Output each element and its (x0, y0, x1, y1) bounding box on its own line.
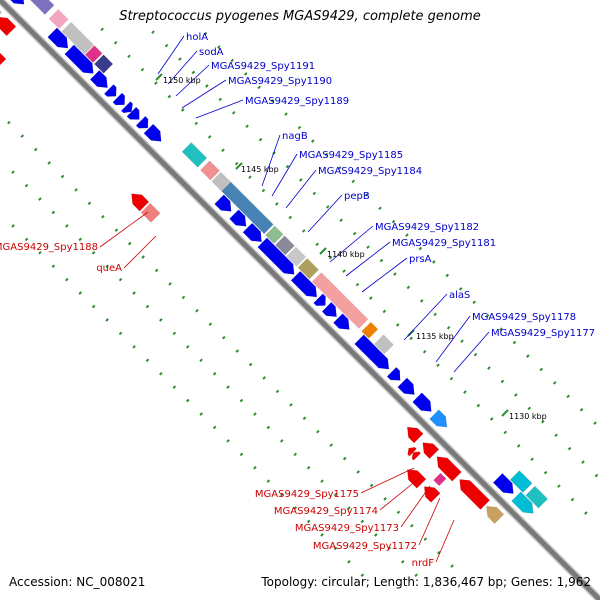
gene-block[interactable] (112, 92, 126, 106)
scale-tick-label: 1135 kbp (416, 332, 454, 341)
gene-block[interactable] (286, 246, 307, 267)
gene-block[interactable] (412, 392, 432, 412)
gene-block[interactable] (242, 222, 262, 243)
gene-label[interactable]: nagB (282, 131, 308, 142)
gene-block[interactable] (297, 258, 319, 280)
tick-dots (7, 27, 599, 578)
gene-block[interactable] (386, 366, 401, 381)
accession-label: Accession: NC_008021 (9, 575, 146, 589)
gene-block[interactable] (333, 313, 350, 330)
gene-block[interactable] (361, 321, 379, 339)
scale-tick-label: 1150 kbp (163, 76, 201, 85)
gene-block[interactable] (313, 293, 326, 307)
gene-label[interactable]: prsA (409, 254, 432, 265)
scale-ticks: 1150 kbp 1145 kbp 1140 kbp 1135 kbp 1130… (163, 76, 547, 421)
gene-block[interactable] (429, 409, 448, 428)
gene-block[interactable] (29, 0, 55, 15)
gene-label[interactable]: MGAS9429_Spy1172 (313, 541, 417, 552)
gene-block[interactable] (140, 202, 161, 223)
gene-block[interactable] (433, 472, 447, 487)
gene-label[interactable]: pepB (344, 191, 370, 202)
gene-block[interactable] (10, 0, 25, 5)
gene-block[interactable] (411, 451, 422, 461)
gene-label[interactable]: MGAS9429_Spy1175 (255, 489, 359, 500)
gene-block[interactable] (47, 27, 69, 49)
genome-summary-label: Topology: circular; Length: 1,836,467 bp… (261, 575, 591, 589)
gene-block[interactable] (486, 506, 505, 524)
gene-label[interactable]: MGAS9429_Spy1178 (472, 312, 576, 323)
gene-label[interactable]: queA (96, 263, 122, 274)
label-leaders (99, 35, 490, 563)
gene-label[interactable]: MGAS9429_Spy1188 (0, 242, 98, 253)
gene-block[interactable] (200, 160, 220, 181)
gene-label[interactable]: MGAS9429_Spy1184 (318, 166, 422, 177)
gene-block[interactable] (126, 106, 140, 120)
gene-block[interactable] (0, 5, 3, 21)
gene-block[interactable] (265, 225, 284, 244)
gene-block[interactable] (459, 479, 491, 510)
gene-label[interactable]: MGAS9429_Spy1185 (299, 150, 403, 161)
gene-label[interactable]: nrdF (412, 558, 435, 569)
gene-block[interactable] (275, 235, 295, 256)
gene-block[interactable] (214, 194, 232, 212)
reverse-gene-labels: MGAS9429_Spy1188 queA MGAS9429_Spy1175 M… (0, 242, 434, 569)
gene-block[interactable] (229, 209, 247, 227)
gene-block[interactable] (131, 193, 150, 212)
gene-block[interactable] (407, 426, 424, 444)
gene-block[interactable] (120, 101, 133, 114)
gene-label[interactable]: MGAS9429_Spy1181 (392, 238, 496, 249)
gene-block[interactable] (509, 470, 533, 493)
gene-label[interactable]: MGAS9429_Spy1189 (245, 96, 349, 107)
gene-block[interactable] (0, 17, 17, 37)
scale-tick-label: 1145 kbp (241, 165, 279, 174)
gene-block[interactable] (61, 21, 95, 55)
gene-block[interactable] (321, 301, 337, 318)
gene-block[interactable] (257, 237, 295, 275)
gene-block[interactable] (89, 70, 108, 88)
gene-block[interactable] (311, 272, 369, 329)
gene-block[interactable] (525, 485, 549, 509)
gene-label[interactable]: MGAS9429_Spy1173 (295, 523, 399, 534)
gene-block[interactable] (135, 115, 149, 129)
gene-block[interactable] (0, 52, 7, 68)
gene-block[interactable] (290, 270, 318, 298)
gene-block[interactable] (94, 54, 114, 74)
gene-block[interactable] (143, 123, 162, 142)
gene-block[interactable] (181, 142, 208, 168)
gene-label[interactable]: alaS (449, 290, 470, 301)
gene-label[interactable]: MGAS9429_Spy1174 (274, 506, 378, 517)
gene-block[interactable] (436, 456, 462, 482)
gene-block[interactable] (511, 491, 534, 514)
gene-block[interactable] (424, 486, 441, 503)
gene-block[interactable] (397, 377, 415, 395)
gene-label[interactable]: MGAS9429_Spy1177 (491, 328, 595, 339)
map-title: Streptococcus pyogenes MGAS9429, complet… (119, 9, 481, 24)
scale-tick-label: 1140 kbp (327, 250, 365, 259)
gene-block[interactable] (374, 334, 394, 355)
gene-block[interactable] (221, 181, 274, 235)
gene-label[interactable]: sodA (199, 47, 224, 58)
gene-label[interactable]: holA (186, 32, 208, 43)
gene-block[interactable] (103, 84, 117, 97)
forward-gene-labels: holA sodA MGAS9429_Spy1191 MGAS9429_Spy1… (186, 32, 595, 339)
gene-block[interactable] (354, 334, 390, 370)
gene-block[interactable] (48, 9, 69, 29)
gene-label[interactable]: MGAS9429_Spy1191 (211, 61, 315, 72)
scale-tick-label: 1130 kbp (509, 412, 547, 421)
gene-block[interactable] (492, 473, 514, 494)
gene-block[interactable] (84, 45, 103, 63)
gene-features (0, 0, 549, 524)
gene-block[interactable] (422, 442, 440, 459)
gene-label[interactable]: MGAS9429_Spy1190 (228, 76, 332, 87)
gene-block[interactable] (407, 447, 417, 457)
gene-label[interactable]: MGAS9429_Spy1182 (375, 222, 479, 233)
gene-block[interactable] (64, 44, 94, 74)
